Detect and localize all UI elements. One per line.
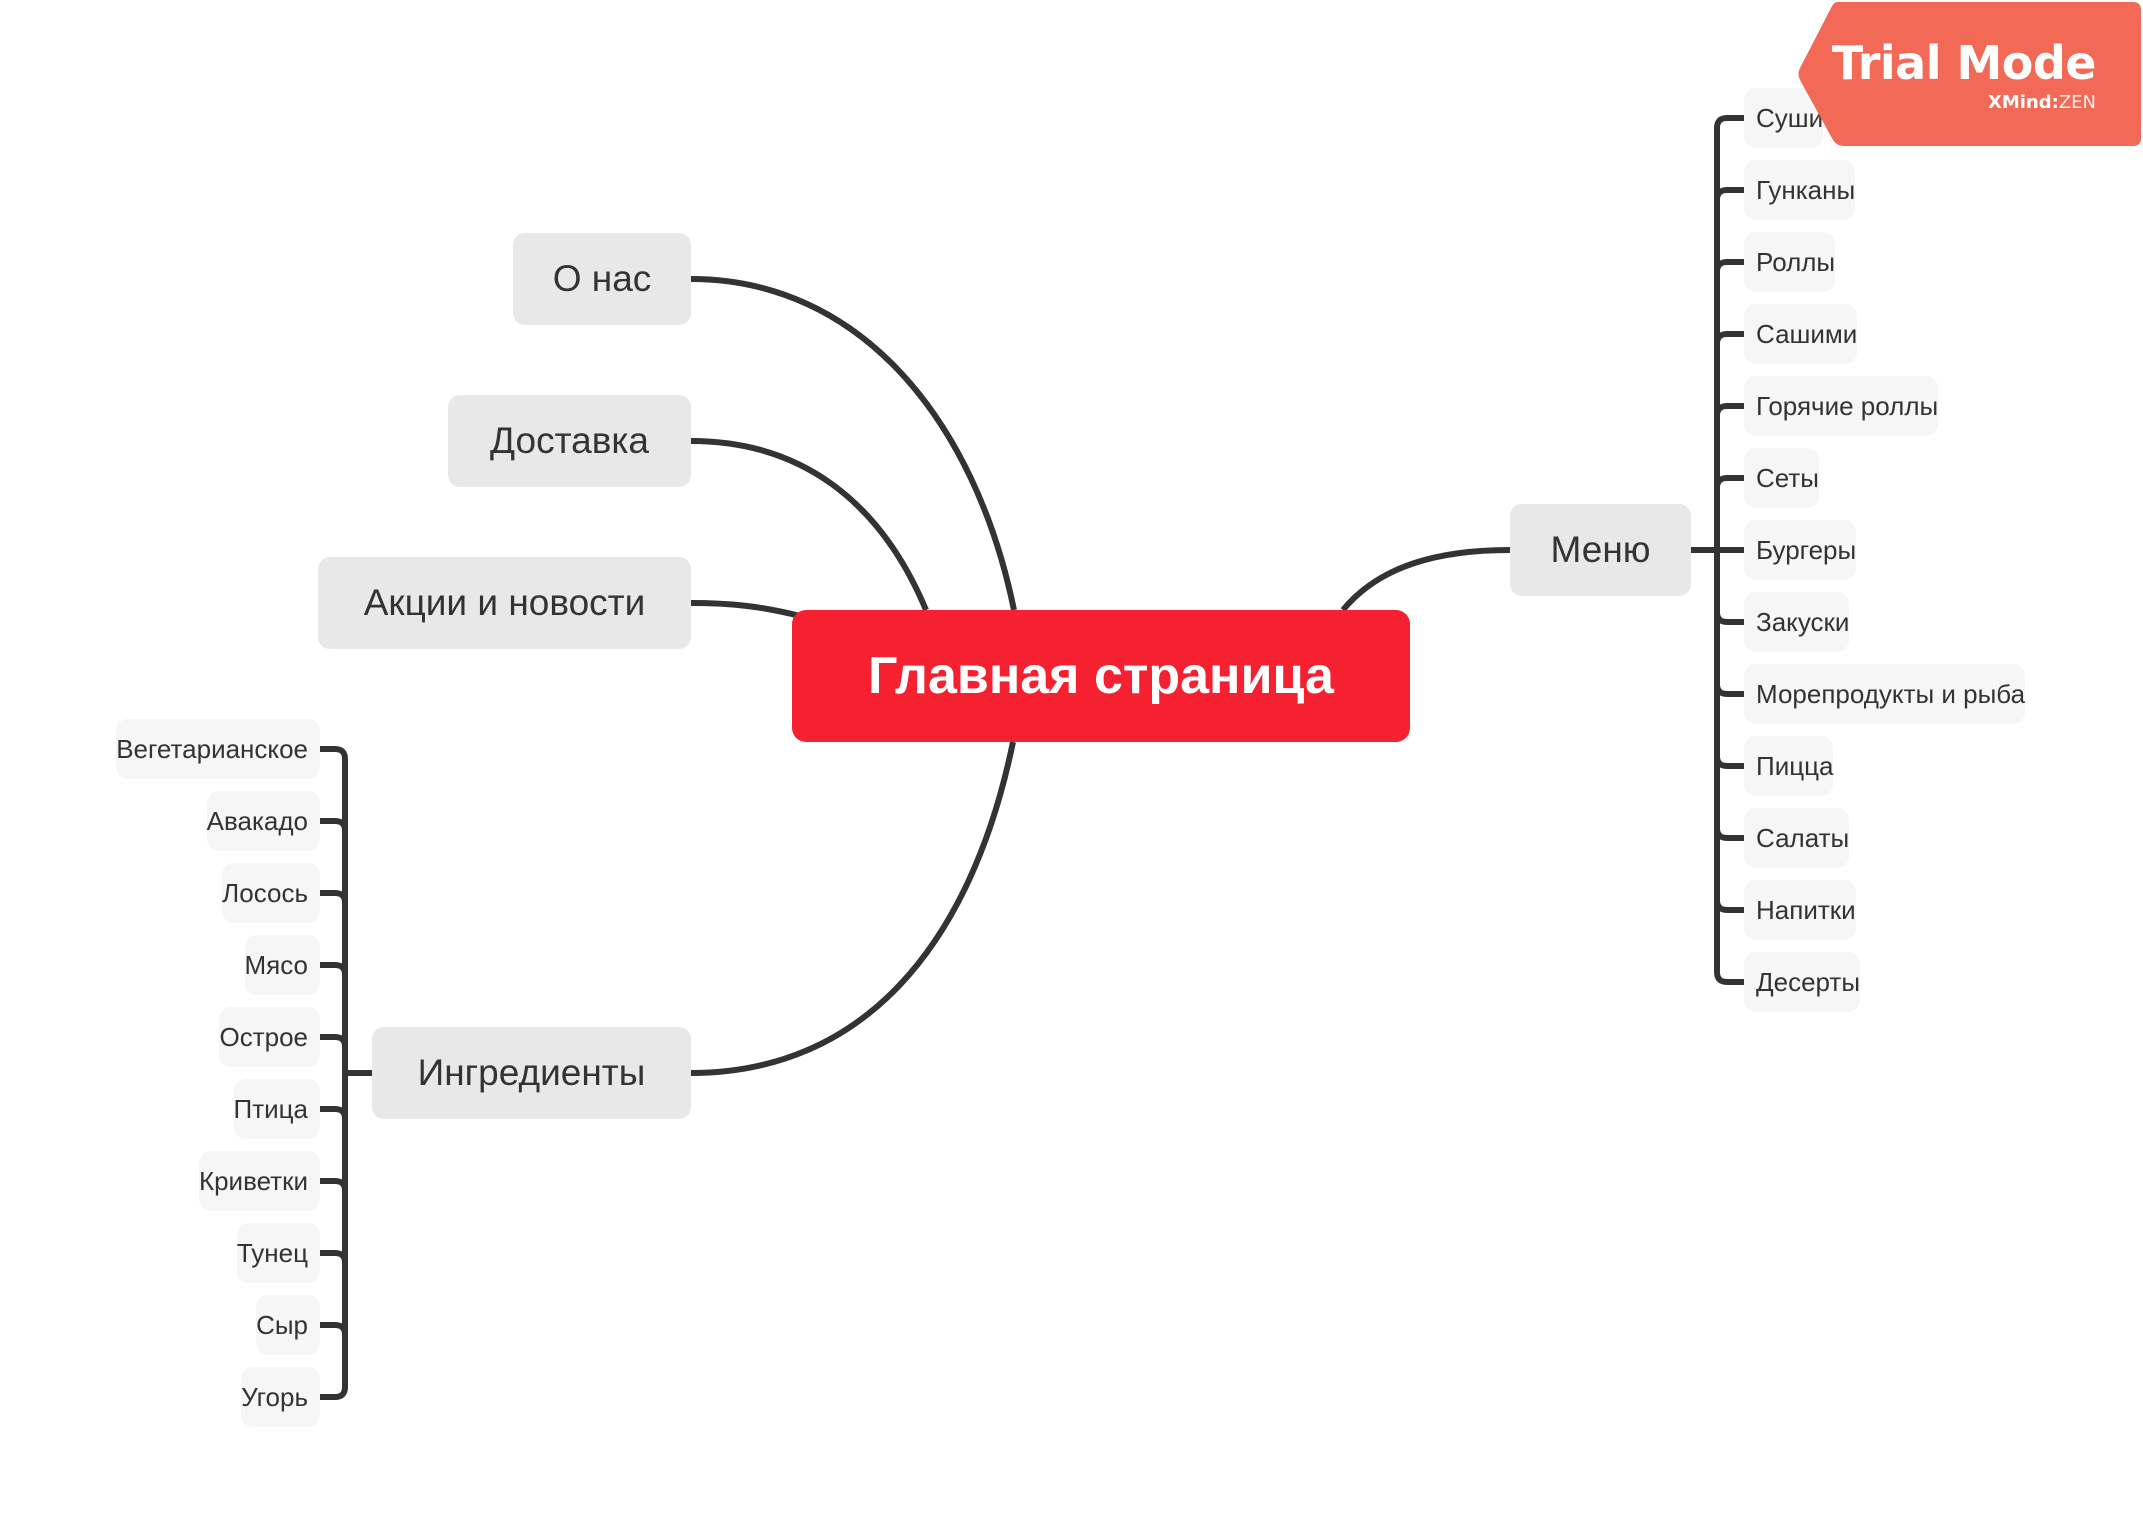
topic-delivery[interactable]: Доставка xyxy=(448,395,691,487)
central-topic[interactable]: Главная страница xyxy=(792,610,1410,742)
subtopic-tuna[interactable]: Тунец xyxy=(236,1223,320,1283)
subtopic-sushi[interactable]: Суши xyxy=(1744,88,1824,148)
subtopic-label: Сеты xyxy=(1756,462,1819,493)
subtopic-label: Салаты xyxy=(1756,822,1850,853)
subtopic-label: Криветки xyxy=(198,1165,308,1196)
subtopic-drinks[interactable]: Напитки xyxy=(1744,880,1856,940)
subtopic-label: Лосось xyxy=(222,877,308,908)
banner-shape xyxy=(1798,2,2141,146)
subtopic-label: Закуски xyxy=(1756,606,1850,637)
trial-mode-title: Trial Mode xyxy=(1831,36,2097,90)
subtopic-sets[interactable]: Сеты xyxy=(1744,448,1819,508)
subtopic-sashimi[interactable]: Сашими xyxy=(1744,304,1858,364)
connector-ingredients xyxy=(690,741,1016,1076)
brand-separator: : xyxy=(2051,92,2059,113)
subtopic-label: Птица xyxy=(233,1093,308,1124)
topic-ingredients[interactable]: Ингредиенты xyxy=(372,1027,691,1119)
ingredients-bracket xyxy=(320,746,348,1400)
subtopic-meat[interactable]: Мясо xyxy=(244,935,320,995)
connector-about xyxy=(690,276,1017,611)
brand-bold: XMind xyxy=(1987,92,2052,113)
subtopic-cheese[interactable]: Сыр xyxy=(256,1295,320,1355)
subtopic-burgers[interactable]: Бургеры xyxy=(1744,520,1857,580)
subtopic-label: Тунец xyxy=(236,1237,308,1268)
subtopic-eel[interactable]: Угорь xyxy=(241,1367,320,1427)
topic-about-label: О нас xyxy=(552,258,652,299)
topic-promos-label: Акции и новости xyxy=(363,582,646,623)
topic-menu-label: Меню xyxy=(1550,529,1651,570)
central-topic-label: Главная страница xyxy=(868,647,1334,705)
subtopic-poultry[interactable]: Птица xyxy=(233,1079,320,1139)
subtopic-label: Морепродукты и рыба xyxy=(1756,678,2026,709)
subtopic-label: Вегетарианское xyxy=(116,733,308,764)
subtopic-gunkans[interactable]: Гунканы xyxy=(1744,160,1856,220)
subtopic-vegetarian[interactable]: Вегетарианское xyxy=(116,719,320,779)
subtopic-label: Мясо xyxy=(244,949,309,980)
subtopic-label: Бургеры xyxy=(1756,534,1857,565)
subtopic-desserts[interactable]: Десерты xyxy=(1744,952,1861,1012)
trial-mode-banner: Trial Mode XMind:ZEN xyxy=(1797,2,2143,146)
connector-delivery xyxy=(690,438,929,612)
subtopic-label: Острое xyxy=(219,1021,308,1052)
subtopic-label: Десерты xyxy=(1756,966,1861,997)
xmind-zen-logo: XMind:ZEN xyxy=(1988,92,2096,113)
subtopic-label: Гунканы xyxy=(1756,174,1856,205)
subtopic-label: Пицца xyxy=(1756,750,1834,781)
subtopic-label: Сыр xyxy=(256,1309,308,1340)
subtopic-avocado[interactable]: Авакадо xyxy=(206,791,320,851)
subtopic-label: Напитки xyxy=(1756,894,1856,925)
subtopic-spicy[interactable]: Острое xyxy=(219,1007,320,1067)
subtopic-salads[interactable]: Салаты xyxy=(1744,808,1850,868)
topic-delivery-label: Доставка xyxy=(490,420,649,461)
subtopic-pizza[interactable]: Пицца xyxy=(1744,736,1834,796)
brand-light: ZEN xyxy=(2058,92,2096,113)
connector-promos xyxy=(690,600,801,619)
subtopic-label: Авакадо xyxy=(206,805,308,836)
subtopic-hot-rolls[interactable]: Горячие роллы xyxy=(1744,376,1939,436)
subtopic-rolls[interactable]: Роллы xyxy=(1744,232,1836,292)
subtopic-shrimp[interactable]: Криветки xyxy=(198,1151,320,1211)
subtopic-label: Горячие роллы xyxy=(1756,390,1939,421)
topic-ingredients-label: Ингредиенты xyxy=(417,1052,646,1093)
subtopic-seafood[interactable]: Морепродукты и рыба xyxy=(1744,664,2026,724)
topic-about[interactable]: О нас xyxy=(513,233,691,325)
subtopic-label: Суши xyxy=(1756,102,1824,133)
subtopic-label: Сашими xyxy=(1756,318,1858,349)
subtopic-label: Роллы xyxy=(1756,246,1836,277)
subtopic-label: Угорь xyxy=(241,1381,308,1412)
topic-menu[interactable]: Меню xyxy=(1510,504,1691,596)
subtopic-salmon[interactable]: Лосось xyxy=(222,863,320,923)
topic-promos[interactable]: Акции и новости xyxy=(318,557,691,649)
subtopic-snacks[interactable]: Закуски xyxy=(1744,592,1850,652)
connector-menu xyxy=(1340,547,1511,612)
